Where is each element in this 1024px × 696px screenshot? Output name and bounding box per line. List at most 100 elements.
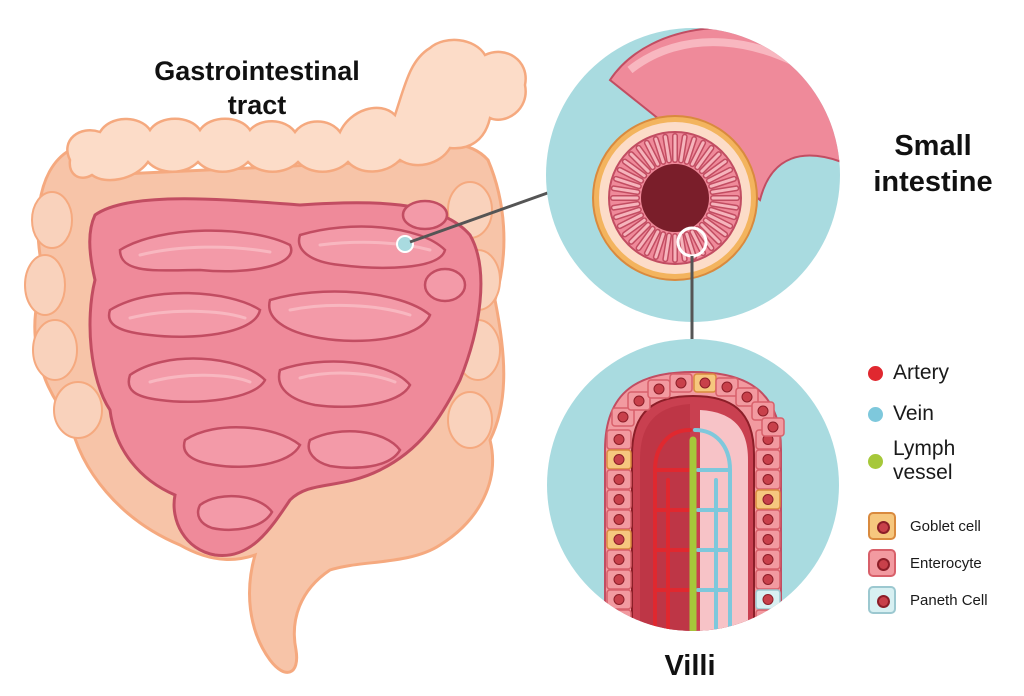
cell-nucleus (653, 383, 665, 395)
cell-nucleus (613, 454, 625, 465)
paneth-cell-icon (868, 586, 896, 614)
enterocyte-cell (606, 609, 632, 630)
villus-fold (654, 137, 665, 164)
villus-fold (690, 141, 705, 166)
villus-fold (707, 213, 732, 228)
villi-title: Villi (664, 650, 716, 682)
cell-nucleus (613, 534, 625, 545)
villus-fold (709, 177, 736, 188)
small-intestine-cross-section (546, 28, 840, 322)
vein-vessel (693, 428, 732, 631)
cell-nucleus (762, 454, 774, 465)
legend-label-artery: Artery (893, 361, 950, 384)
cell-nucleus (762, 534, 774, 545)
cell-nucleus (757, 405, 769, 417)
villus-fold (629, 152, 650, 173)
villus-fold (618, 168, 643, 183)
villus-fold (711, 186, 738, 194)
cell-nucleus (767, 421, 779, 433)
vein-dot-icon (868, 406, 883, 422)
legend-item-paneth: Paneth Cell (868, 586, 988, 614)
villus-fold (612, 202, 639, 210)
legend-item-goblet: Goblet cell (868, 512, 981, 540)
villus-fold (663, 234, 671, 261)
villus-fold (623, 160, 646, 178)
cell-nucleus (762, 494, 774, 505)
cell-nucleus (741, 391, 753, 403)
legend-label-enterocyte: Enterocyte (910, 554, 982, 572)
cell-nucleus (762, 554, 774, 565)
legend-item-lymph: Lymph vessel (868, 437, 955, 485)
villus-fold (704, 160, 727, 178)
enterocyte-cell (755, 629, 781, 631)
artery-dot-icon (868, 365, 883, 381)
goblet-cell-icon (868, 512, 896, 540)
cell-nucleus (675, 377, 687, 389)
villus-fold (612, 186, 639, 194)
gi-tract-title: Gastrointestinal tract (112, 54, 402, 122)
legend-label-vein: Vein (893, 402, 934, 425)
legend-label-lymph: Lymph vessel (893, 437, 955, 485)
gi-title-line2: tract (227, 90, 287, 120)
zoom-point-marker (396, 235, 414, 253)
legend-item-vein: Vein (868, 402, 934, 426)
villus-fold (685, 232, 696, 259)
villus-fold (637, 227, 655, 250)
villi-cross-section (547, 339, 839, 645)
cell-nucleus (613, 434, 625, 445)
gi-title-line1: Gastrointestinal (154, 56, 360, 86)
cell-nucleus (613, 554, 625, 565)
villus-fold (645, 141, 660, 166)
cell-nucleus (763, 635, 773, 645)
villus-fold (623, 218, 646, 236)
cell-nucleus (721, 381, 733, 393)
enterocyte-icon (868, 549, 896, 577)
cell-nucleus (762, 474, 774, 485)
transverse-colon (66, 38, 527, 182)
cell-nucleus (613, 474, 625, 485)
lymph-dot-icon (868, 453, 883, 469)
villus-fold (690, 230, 705, 255)
enterocyte-cell (606, 629, 632, 631)
villus-fold (645, 230, 660, 255)
legend-item-artery: Artery (868, 361, 949, 385)
legend-label-paneth: Paneth Cell (910, 591, 988, 609)
legend-label-lymph-line1: Lymph (893, 437, 956, 460)
cell-nucleus (762, 514, 774, 525)
cell-nucleus (699, 377, 711, 389)
cell-nucleus (633, 395, 645, 407)
si-title-line1: Small (894, 130, 972, 162)
cell-nucleus (613, 614, 625, 625)
villus-fold (614, 208, 641, 219)
villus-fold (637, 146, 655, 169)
si-title-line2: intestine (873, 166, 993, 198)
cell-nucleus (613, 494, 625, 505)
cell-nucleus (613, 594, 625, 605)
villus-fold (618, 213, 643, 228)
legend-item-enterocyte: Enterocyte (868, 549, 982, 577)
villus-fold (707, 168, 732, 183)
artery-vessel (653, 428, 692, 631)
cell-nucleus (613, 574, 625, 585)
villus-fold (679, 135, 687, 162)
legend-label-lymph-line2: vessel (893, 461, 953, 484)
villus-fold (700, 223, 721, 244)
cell-nucleus (762, 614, 774, 625)
villus-fold (629, 223, 650, 244)
cell-nucleus (617, 411, 629, 423)
gi-tract-illustration (24, 38, 527, 674)
cell-nucleus (762, 594, 774, 605)
legend-label-goblet: Goblet cell (910, 517, 981, 535)
small-intestine-title: Small intestine (858, 128, 1008, 200)
villus-fold (704, 218, 727, 236)
villus-fold (695, 146, 713, 169)
villus-fold (614, 177, 641, 188)
villus-fold (709, 208, 736, 219)
villus-fold (685, 137, 696, 164)
villus-fold (663, 135, 671, 162)
villus-fold (700, 152, 721, 173)
cell-nucleus (614, 635, 624, 645)
villus-fold (654, 232, 665, 259)
cell-nucleus (762, 574, 774, 585)
